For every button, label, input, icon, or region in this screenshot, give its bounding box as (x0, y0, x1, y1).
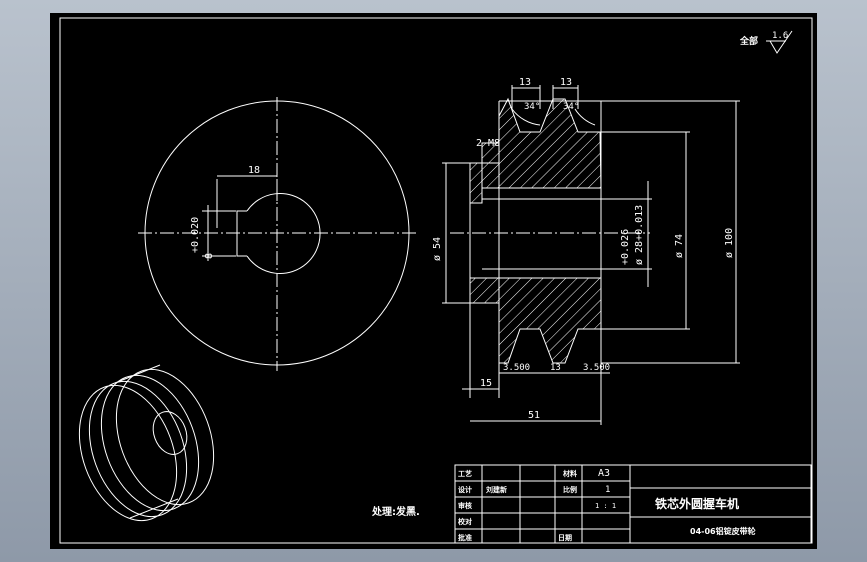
dim-bottom-left: 3.500 (503, 363, 530, 373)
sheet-size: A3 (598, 468, 610, 479)
dim-key-depth-base: 8 (204, 253, 215, 259)
bore-circle (246, 193, 321, 274)
dim-keyway-width: 18 (248, 165, 260, 176)
svg-text:比例: 比例 (563, 485, 577, 494)
svg-text:校对: 校对 (458, 517, 472, 526)
designer-name: 刘建新 (486, 485, 507, 494)
roughness-symbol: 全部 1.6 (739, 30, 793, 54)
dim-thread: 2-M8 (476, 138, 500, 149)
part-name: 04-06铝锭皮带轮 (690, 526, 756, 536)
dim-overall-length: 51 (528, 410, 540, 421)
drawing-border (59, 17, 813, 544)
keyway (236, 210, 247, 257)
quantity: 1 (605, 485, 610, 495)
dim-groove-width-r: 13 (560, 77, 572, 88)
dim-hub-dia: ø 54 (432, 237, 443, 261)
drawing-canvas[interactable]: 18 +0.020 8 (50, 13, 817, 549)
dim-outer-dia: ø 100 (724, 228, 735, 258)
dim-pitch-dia: ø 74 (674, 234, 685, 258)
iso-view (78, 364, 215, 522)
roughness-prefix: 全部 (739, 35, 758, 47)
treatment-note: 处理:发黑. (371, 505, 420, 518)
svg-text:日期: 日期 (558, 533, 572, 542)
dim-key-depth: +0.020 (190, 217, 201, 253)
dim-bore-tol-top: +0.026 (620, 229, 631, 265)
dim-bore-dia: ø 28+0.013 (634, 205, 645, 265)
dim-groove-angle-r: 34° (563, 102, 579, 112)
title-cn: 铁芯外圆握车机 (655, 496, 739, 511)
scale: 1 : 1 (595, 502, 616, 510)
title-block: 工艺 设计 审核 校对 批准 刘建新 材料 A3 比例 1 1 : 1 日期 铁… (454, 464, 812, 544)
roughness-value: 1.6 (772, 31, 788, 41)
svg-text:材料: 材料 (562, 469, 577, 478)
svg-text:设计: 设计 (458, 485, 472, 494)
dim-hub-length: 15 (480, 378, 492, 389)
section-view (450, 97, 650, 364)
svg-text:工艺: 工艺 (458, 469, 472, 478)
drawing-svg: 18 +0.020 8 (59, 17, 813, 544)
svg-text:审核: 审核 (458, 501, 472, 510)
dim-groove-angle-l: 34° (524, 102, 540, 112)
dim-groove-width-l: 13 (519, 77, 531, 88)
dim-bottom-right: 3.500 (583, 363, 610, 373)
section-dims: 13 13 34° 34° 2-M8 ø 54 +0.026 ø 28+0.01… (432, 77, 740, 425)
dim-bottom-mid: 13 (550, 363, 561, 373)
svg-text:批准: 批准 (458, 533, 472, 542)
front-view: 18 +0.020 8 (138, 97, 416, 371)
